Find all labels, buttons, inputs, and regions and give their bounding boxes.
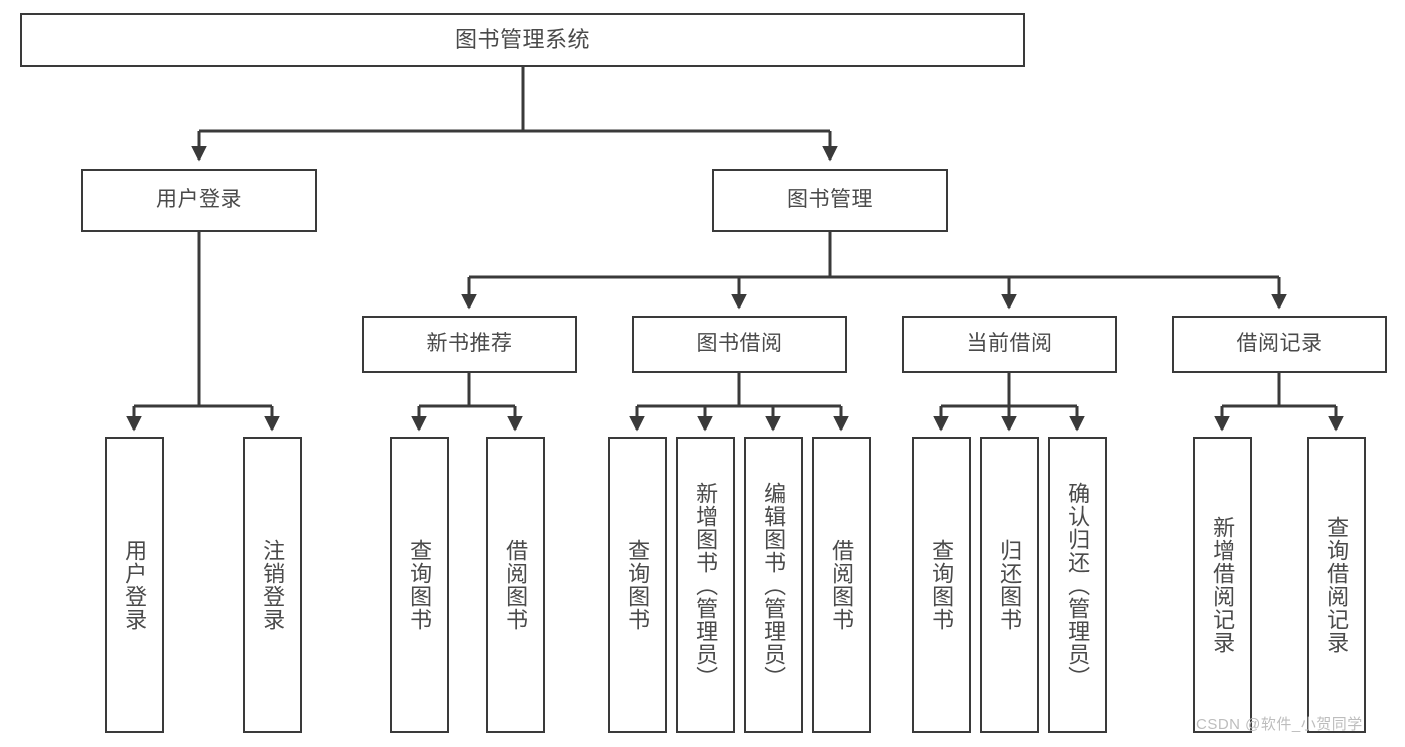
leaf-return-book[interactable]: 归还图书: [980, 437, 1039, 733]
leaf-query-book-3[interactable]: 查询图书: [912, 437, 971, 733]
node-label: 图书管理系统: [454, 27, 590, 53]
node-root-system[interactable]: 图书管理系统: [20, 13, 1025, 67]
node-label: 借阅图书: [829, 539, 855, 631]
node-label: 当前借阅: [966, 332, 1053, 356]
node-label: 查询图书: [625, 539, 651, 631]
node-book-borrow[interactable]: 图书借阅: [632, 316, 847, 373]
node-label: 用户登录: [122, 539, 148, 631]
node-current-borrow[interactable]: 当前借阅: [902, 316, 1117, 373]
leaf-borrow-book-2[interactable]: 借阅图书: [812, 437, 871, 733]
leaf-add-record[interactable]: 新增借阅记录: [1193, 437, 1252, 733]
leaf-add-book[interactable]: 新增图书（管理员）: [676, 437, 735, 733]
node-label: 新增图书（管理员）: [693, 481, 719, 689]
leaf-borrow-book-1[interactable]: 借阅图书: [486, 437, 545, 733]
node-label: 图书管理: [787, 188, 873, 212]
node-label: 查询图书: [929, 539, 955, 631]
node-label: 图书借阅: [696, 332, 783, 356]
leaf-query-book-1[interactable]: 查询图书: [390, 437, 449, 733]
node-label: 借阅记录: [1236, 332, 1323, 356]
node-borrow-record[interactable]: 借阅记录: [1172, 316, 1387, 373]
node-new-book-recommend[interactable]: 新书推荐: [362, 316, 577, 373]
node-label: 用户登录: [156, 188, 242, 212]
node-label: 查询图书: [407, 539, 433, 631]
leaf-query-record[interactable]: 查询借阅记录: [1307, 437, 1366, 733]
node-user-login[interactable]: 用户登录: [81, 169, 317, 232]
node-label: 新书推荐: [426, 332, 513, 356]
leaf-query-book-2[interactable]: 查询图书: [608, 437, 667, 733]
node-label: 归还图书: [997, 539, 1023, 631]
node-book-management[interactable]: 图书管理: [712, 169, 948, 232]
node-label: 借阅图书: [503, 539, 529, 631]
node-label: 查询借阅记录: [1324, 516, 1350, 654]
leaf-logout[interactable]: 注销登录: [243, 437, 302, 733]
leaf-confirm-return[interactable]: 确认归还（管理员）: [1048, 437, 1107, 733]
node-label: 确认归还（管理员）: [1065, 481, 1091, 689]
leaf-user-login[interactable]: 用户登录: [105, 437, 164, 733]
leaf-edit-book[interactable]: 编辑图书（管理员）: [744, 437, 803, 733]
node-label: 注销登录: [260, 539, 286, 631]
node-label: 编辑图书（管理员）: [761, 481, 787, 689]
node-label: 新增借阅记录: [1210, 516, 1236, 654]
